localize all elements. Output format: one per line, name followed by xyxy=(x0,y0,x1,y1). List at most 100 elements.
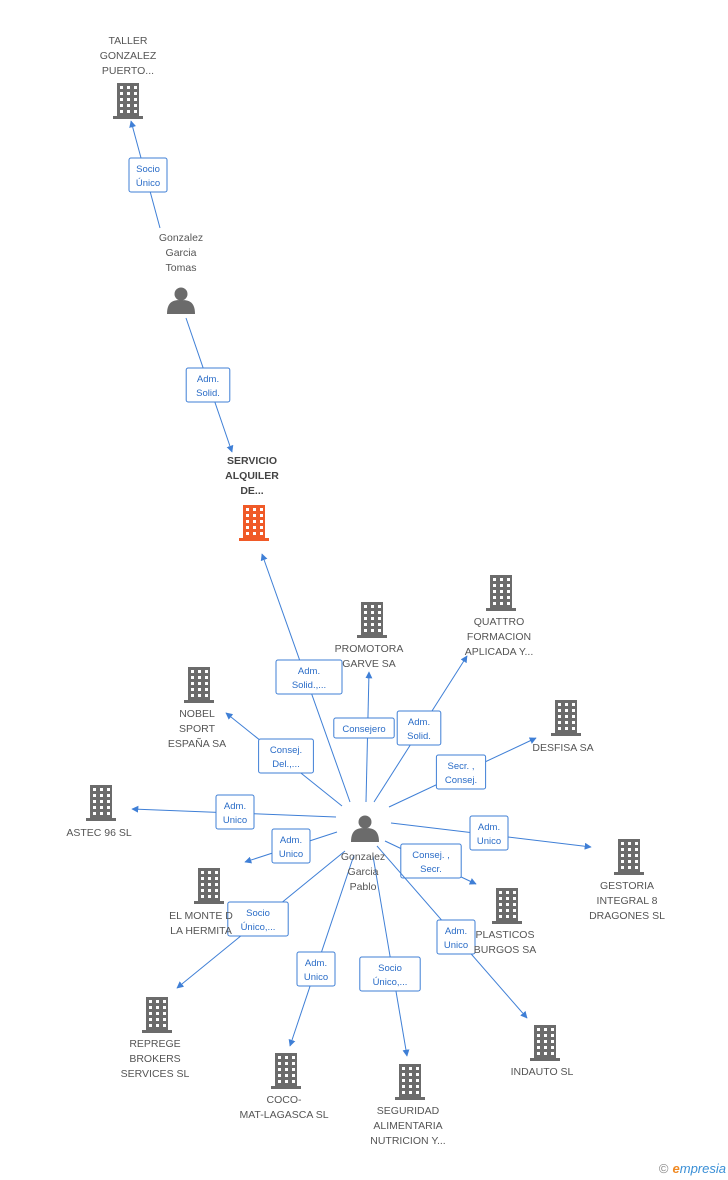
node-label: EL MONTE D xyxy=(169,910,233,922)
edge-label-text: Solid. xyxy=(407,731,431,742)
building-icon[interactable] xyxy=(113,83,143,119)
node-label: NUTRICION Y... xyxy=(370,1135,445,1147)
node-servicio[interactable]: SERVICIOALQUILERDE... xyxy=(225,455,279,541)
node-reprege[interactable]: REPREGE BROKERS SERVICES SL xyxy=(121,997,190,1080)
building-icon[interactable] xyxy=(194,868,224,904)
node-taller[interactable]: TALLERGONZALEZPUERTO... xyxy=(100,35,157,119)
building-icon[interactable] xyxy=(271,1053,301,1089)
edge-tomas-servicio: Adm.Solid. xyxy=(185,317,234,453)
node-label: Garcia xyxy=(348,866,379,878)
building-icon[interactable] xyxy=(492,888,522,924)
node-label: BROKERS xyxy=(129,1053,180,1065)
edge-label-text: Unico xyxy=(279,849,303,860)
edge-label-box[interactable] xyxy=(435,754,487,790)
node-label: MAT-LAGASCA SL xyxy=(239,1109,328,1121)
node-label: APLICADA Y... xyxy=(465,646,534,658)
node-label: GARVE SA xyxy=(342,658,396,670)
edge-label-box[interactable] xyxy=(296,951,336,987)
node-indauto[interactable]: INDAUTO SL xyxy=(511,1025,574,1078)
edge-label-box[interactable] xyxy=(396,710,442,746)
building-icon[interactable] xyxy=(395,1064,425,1100)
node-label: DE... xyxy=(240,485,263,497)
node-label: REPREGE xyxy=(129,1038,180,1050)
edge-label-box[interactable] xyxy=(185,367,231,403)
building-icon[interactable] xyxy=(357,602,387,638)
edge-label-text: Consej. xyxy=(270,745,302,756)
node-plasticos[interactable]: PLASTICOS BURGOS SA xyxy=(474,888,536,956)
person-icon[interactable] xyxy=(351,815,379,843)
node-label: Gonzalez xyxy=(159,232,203,244)
copyright-symbol: © xyxy=(658,1161,669,1176)
edge-label-box[interactable] xyxy=(271,828,311,864)
person-icon[interactable] xyxy=(167,287,195,315)
building-icon[interactable] xyxy=(86,785,116,821)
node-label: TALLER xyxy=(109,35,148,47)
edge-label-text: Unico xyxy=(304,972,328,983)
edge-label-text: Secr. xyxy=(420,864,442,875)
building-icon[interactable] xyxy=(142,997,172,1033)
edge-label-box[interactable] xyxy=(436,919,476,955)
nodes-layer: TALLERGONZALEZPUERTO...GonzalezGarciaTom… xyxy=(66,35,665,1147)
building-icon[interactable] xyxy=(530,1025,560,1061)
empresia-logo[interactable]: empresia xyxy=(673,1161,726,1176)
node-monte[interactable]: EL MONTE DLA HERMITA xyxy=(169,868,233,937)
edge-label-text: Adm. xyxy=(305,958,327,969)
node-label: PLASTICOS xyxy=(476,929,535,941)
edge-pablo-coco: Adm. Unico xyxy=(288,854,355,1047)
edge-label-box[interactable] xyxy=(333,717,395,739)
edge-label-box[interactable] xyxy=(215,794,255,830)
edge-label-text: Socio xyxy=(246,908,270,919)
node-desfisa[interactable]: DESFISA SA xyxy=(532,700,594,754)
edge-label-text: Solid.,... xyxy=(292,680,326,691)
edge-label-box[interactable] xyxy=(128,157,168,193)
node-label: BURGOS SA xyxy=(474,944,536,956)
edge-label-text: Solid. xyxy=(196,388,220,399)
node-label: Garcia xyxy=(166,247,197,259)
edge-label-box[interactable] xyxy=(359,956,421,992)
edge-label-text: Consej. , xyxy=(412,850,450,861)
brand-initial: e xyxy=(672,1161,680,1176)
building-icon[interactable] xyxy=(551,700,581,736)
node-label: ALIMENTARIA xyxy=(373,1120,442,1132)
edge-label-box[interactable] xyxy=(258,738,314,774)
edge-label-text: Unico xyxy=(444,940,468,951)
edge-label-box[interactable] xyxy=(469,815,509,851)
edge-pablo-quattro: Adm.Solid. xyxy=(373,655,468,803)
edge-pablo-servicio: Adm. Solid.,... xyxy=(260,553,351,803)
edge-label-text: Unico xyxy=(223,815,247,826)
edge-pablo-desfisa: Secr. ,Consej. xyxy=(388,737,537,808)
node-label: NOBEL xyxy=(179,708,215,720)
building-icon[interactable] xyxy=(614,839,644,875)
node-label: INTEGRAL 8 xyxy=(597,895,658,907)
node-coco[interactable]: COCO-MAT-LAGASCA SL xyxy=(239,1053,329,1121)
edge-label-text: Unico xyxy=(477,836,501,847)
edge-label-box[interactable] xyxy=(275,659,343,695)
node-label: GONZALEZ xyxy=(100,50,157,62)
node-astec[interactable]: ASTEC 96 SL xyxy=(66,785,132,839)
node-label: FORMACION xyxy=(467,631,531,643)
edge-label-text: Adm. xyxy=(298,666,320,677)
building-icon[interactable] xyxy=(184,667,214,703)
edge-pablo-monte: Adm. Unico xyxy=(244,828,338,864)
node-label: SERVICES SL xyxy=(121,1068,190,1080)
node-label: SERVICIO xyxy=(227,455,277,467)
edge-line xyxy=(372,855,410,1057)
edge-label-text: Único,... xyxy=(241,922,276,933)
edge-pablo-indauto: Adm.Unico xyxy=(376,845,528,1019)
building-icon[interactable] xyxy=(239,505,269,541)
edge-label-box[interactable] xyxy=(400,843,462,879)
edge-pablo-seguridad: SocioÚnico,... xyxy=(359,855,421,1057)
brand-rest: mpresia xyxy=(679,1161,726,1176)
edge-label-text: Adm. xyxy=(280,835,302,846)
edge-label-box[interactable] xyxy=(227,901,289,937)
building-icon[interactable] xyxy=(486,575,516,611)
